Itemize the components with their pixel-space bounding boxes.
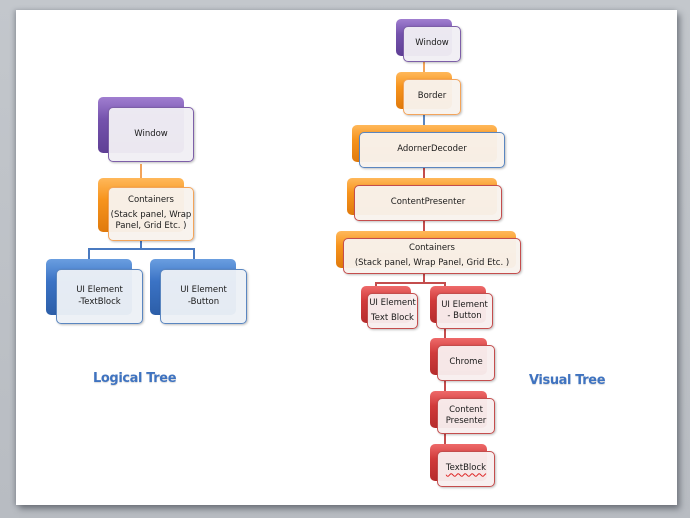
connector-to-textblock xyxy=(88,248,90,260)
connector-to-button xyxy=(193,248,195,260)
connector-containers-bar xyxy=(375,282,445,284)
connector-containers-stem xyxy=(423,274,425,283)
node-label-box: Window xyxy=(403,26,461,62)
logical-window-node[interactable]: Window xyxy=(98,97,195,164)
visual-containers-line1: Containers xyxy=(409,243,455,254)
logical-containers-line2: (Stack panel, Wrap xyxy=(110,209,192,220)
visual-ui-button-line2: - Button xyxy=(447,311,482,321)
connector-border-adorner xyxy=(423,115,425,127)
node-label-box: Window xyxy=(108,107,194,162)
visual-adorner-decoder-node[interactable]: AdornerDecoder xyxy=(352,125,505,170)
visual-ui-textblock-node[interactable]: UI Element Text Block xyxy=(361,286,418,331)
visual-border-node[interactable]: Border xyxy=(396,72,461,117)
node-label-box: Border xyxy=(403,79,461,115)
visual-border-label: Border xyxy=(417,91,447,102)
visual-textblock-label: TextBlock xyxy=(445,463,487,474)
connector-adorner-contentpresenter xyxy=(423,168,425,180)
node-label-box: UI Element -Button xyxy=(160,269,247,324)
logical-ui-button-line2: -Button xyxy=(187,296,220,307)
visual-content-presenter-2-node[interactable]: Content Presenter xyxy=(430,391,495,436)
logical-containers-line1: Containers xyxy=(128,195,174,206)
visual-ui-textblock-line1: UI Element xyxy=(369,298,416,309)
visual-content-presenter-2-line2: Presenter xyxy=(445,416,487,426)
visual-tree-title: Visual Tree xyxy=(529,373,606,388)
logical-containers-line3: Panel, Grid Etc. ) xyxy=(115,221,187,232)
connector-containers-bar xyxy=(88,248,194,250)
node-label-box: UI Element -TextBlock xyxy=(56,269,143,324)
visual-adorner-decoder-label: AdornerDecoder xyxy=(397,144,467,155)
visual-ui-textblock-line2: Text Block xyxy=(371,312,414,323)
connector-button-chrome xyxy=(444,328,446,340)
connector-window-border xyxy=(423,62,425,74)
visual-chrome-label: Chrome xyxy=(449,357,483,368)
connector-window-containers xyxy=(140,164,142,188)
connector-chrome-contentpresenter xyxy=(444,381,446,393)
visual-content-presenter-node[interactable]: ContentPresenter xyxy=(347,178,502,223)
visual-containers-line2: (Stack panel, Wrap Panel, Grid Etc. ) xyxy=(354,257,510,268)
visual-window-label: Window xyxy=(415,38,449,49)
node-label-box: AdornerDecoder xyxy=(359,132,505,168)
visual-chrome-node[interactable]: Chrome xyxy=(430,338,495,383)
logical-tree-title: Logical Tree xyxy=(93,371,177,386)
visual-containers-node[interactable]: Containers (Stack panel, Wrap Panel, Gri… xyxy=(336,231,522,276)
node-label-box: Content Presenter xyxy=(437,398,495,434)
logical-ui-button-line1: UI Element xyxy=(180,285,227,296)
logical-ui-textblock-line1: UI Element xyxy=(76,285,123,296)
connector-containers-stem xyxy=(140,240,142,249)
node-label-box: Containers (Stack panel, Wrap Panel, Gri… xyxy=(108,187,194,241)
connector-contentpresenter-textblock xyxy=(444,434,446,446)
connector-to-ui-button xyxy=(444,282,446,288)
logical-ui-textblock-line2: -TextBlock xyxy=(78,296,121,307)
node-label-box: TextBlock xyxy=(437,451,495,487)
visual-textblock-node[interactable]: TextBlock xyxy=(430,444,495,489)
logical-ui-textblock-node[interactable]: UI Element -TextBlock xyxy=(46,259,144,325)
visual-window-node[interactable]: Window xyxy=(396,19,461,64)
logical-window-label: Window xyxy=(134,128,168,139)
connector-contentpresenter-containers xyxy=(423,221,425,233)
connector-to-ui-textblock xyxy=(375,282,377,288)
node-label-box: UI Element Text Block xyxy=(367,293,418,329)
node-label-box: ContentPresenter xyxy=(354,185,502,221)
visual-content-presenter-label: ContentPresenter xyxy=(390,197,466,208)
visual-ui-button-node[interactable]: UI Element - Button xyxy=(430,286,493,331)
node-label-box: Containers (Stack panel, Wrap Panel, Gri… xyxy=(343,238,521,274)
logical-ui-button-node[interactable]: UI Element -Button xyxy=(150,259,248,325)
logical-containers-node[interactable]: Containers (Stack panel, Wrap Panel, Gri… xyxy=(98,178,195,242)
node-label-box: UI Element - Button xyxy=(436,293,493,329)
slide-canvas: Window Containers (Stack panel, Wrap Pan… xyxy=(16,10,677,505)
visual-ui-button-line1: UI Element xyxy=(441,299,488,310)
node-label-box: Chrome xyxy=(437,345,495,381)
visual-content-presenter-2-line1: Content xyxy=(449,404,483,415)
